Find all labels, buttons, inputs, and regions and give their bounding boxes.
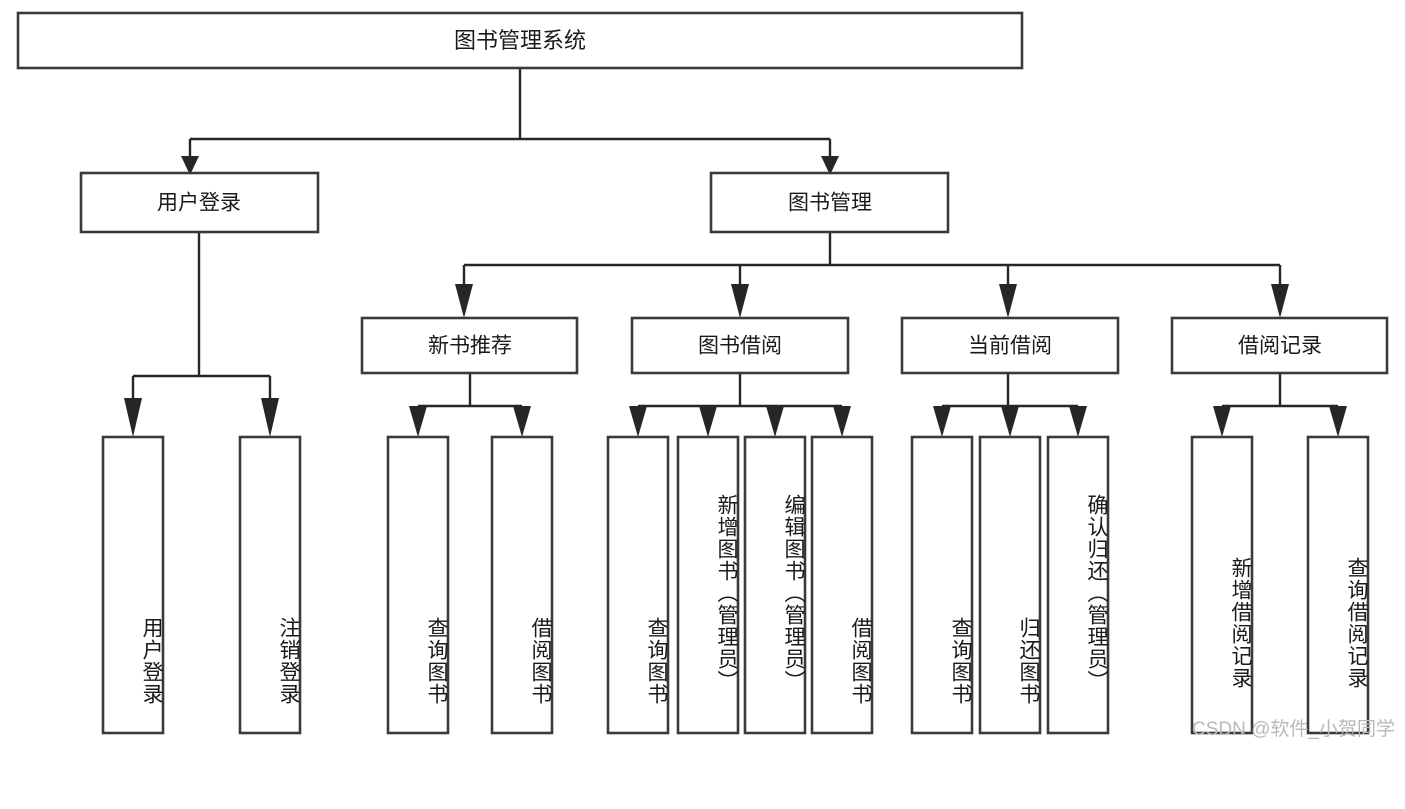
- node-leaf-confirm-return[interactable]: [1046, 435, 1110, 735]
- node-leaf-query-book-3[interactable]: [910, 435, 974, 735]
- arrow-head-leaf-query-book-1: [409, 406, 427, 437]
- node-book-borrow-label: 图书借阅: [698, 335, 782, 358]
- node-leaf-borrow-book-2[interactable]: [810, 435, 874, 735]
- node-borrow-record-label: 借阅记录: [1238, 335, 1322, 358]
- arrow-head-leaf-confirm-return: [1069, 406, 1087, 437]
- arrow-head-leaf-add-record: [1213, 406, 1231, 437]
- node-new-book-recommend-label: 新书推荐: [428, 335, 512, 358]
- arrow-head-book-borrow: [731, 284, 749, 318]
- node-leaf-query-record[interactable]: [1306, 435, 1370, 735]
- node-book-management-label: 图书管理: [788, 192, 872, 215]
- node-user-login-label: 用户登录: [157, 192, 241, 215]
- node-book-management[interactable]: [709, 171, 950, 234]
- arrow-head-leaf-borrow-book-2: [833, 406, 851, 437]
- arrow-head-leaf-logout-login: [261, 398, 279, 437]
- node-root-label: 图书管理系统: [454, 28, 586, 53]
- arrow-head-leaf-add-book: [699, 406, 717, 437]
- arrow-head-leaf-query-book-2: [629, 406, 647, 437]
- arrow-head-book-management: [821, 156, 839, 175]
- node-leaf-logout-login[interactable]: [238, 435, 302, 735]
- arrow-head-leaf-query-record: [1329, 406, 1347, 437]
- node-leaf-user-login[interactable]: [101, 435, 165, 735]
- node-leaf-borrow-book-1[interactable]: [490, 435, 554, 735]
- arrow-head-new-book-recommend: [455, 284, 473, 318]
- arrow-head-leaf-return-book: [1001, 406, 1019, 437]
- arrow-head-user-login: [181, 156, 199, 175]
- node-leaf-add-book[interactable]: [676, 435, 740, 735]
- arrow-head-leaf-user-login: [124, 398, 142, 437]
- node-leaf-query-book-2[interactable]: [606, 435, 670, 735]
- arrow-head-leaf-edit-book: [766, 406, 784, 437]
- node-box-group: 图书管理系统 用户登录 图书管理 新书推荐 图书借阅 当前借阅 借阅记录: [16, 11, 1389, 735]
- tree-diagram-canvas: 图书管理系统 用户登录 图书管理 新书推荐 图书借阅 当前借阅 借阅记录: [16, 11, 1389, 735]
- connector-group: [124, 68, 1347, 437]
- node-current-borrow-label: 当前借阅: [968, 335, 1052, 358]
- node-current-borrow[interactable]: [900, 316, 1120, 375]
- node-leaf-add-record[interactable]: [1190, 435, 1254, 735]
- node-leaf-edit-book[interactable]: [743, 435, 807, 735]
- node-book-borrow[interactable]: [630, 316, 850, 375]
- node-leaf-return-book[interactable]: [978, 435, 1042, 735]
- arrow-head-current-borrow: [999, 284, 1017, 318]
- csdn-watermark: CSDN @软件_小贺同学: [1192, 719, 1395, 740]
- node-borrow-record[interactable]: [1170, 316, 1389, 375]
- node-user-login[interactable]: [79, 171, 320, 234]
- book-management-system-tree-diagram: 图书管理系统 用户登录 图书管理 新书推荐 图书借阅 当前借阅 借阅记录: [16, 11, 1395, 740]
- node-leaf-query-book-1[interactable]: [386, 435, 450, 735]
- arrow-head-leaf-borrow-book-1: [513, 406, 531, 437]
- arrow-head-leaf-query-book-3: [933, 406, 951, 437]
- node-root-book-management-system[interactable]: [16, 11, 1024, 70]
- node-new-book-recommend[interactable]: [360, 316, 579, 375]
- arrow-head-borrow-record: [1271, 284, 1289, 318]
